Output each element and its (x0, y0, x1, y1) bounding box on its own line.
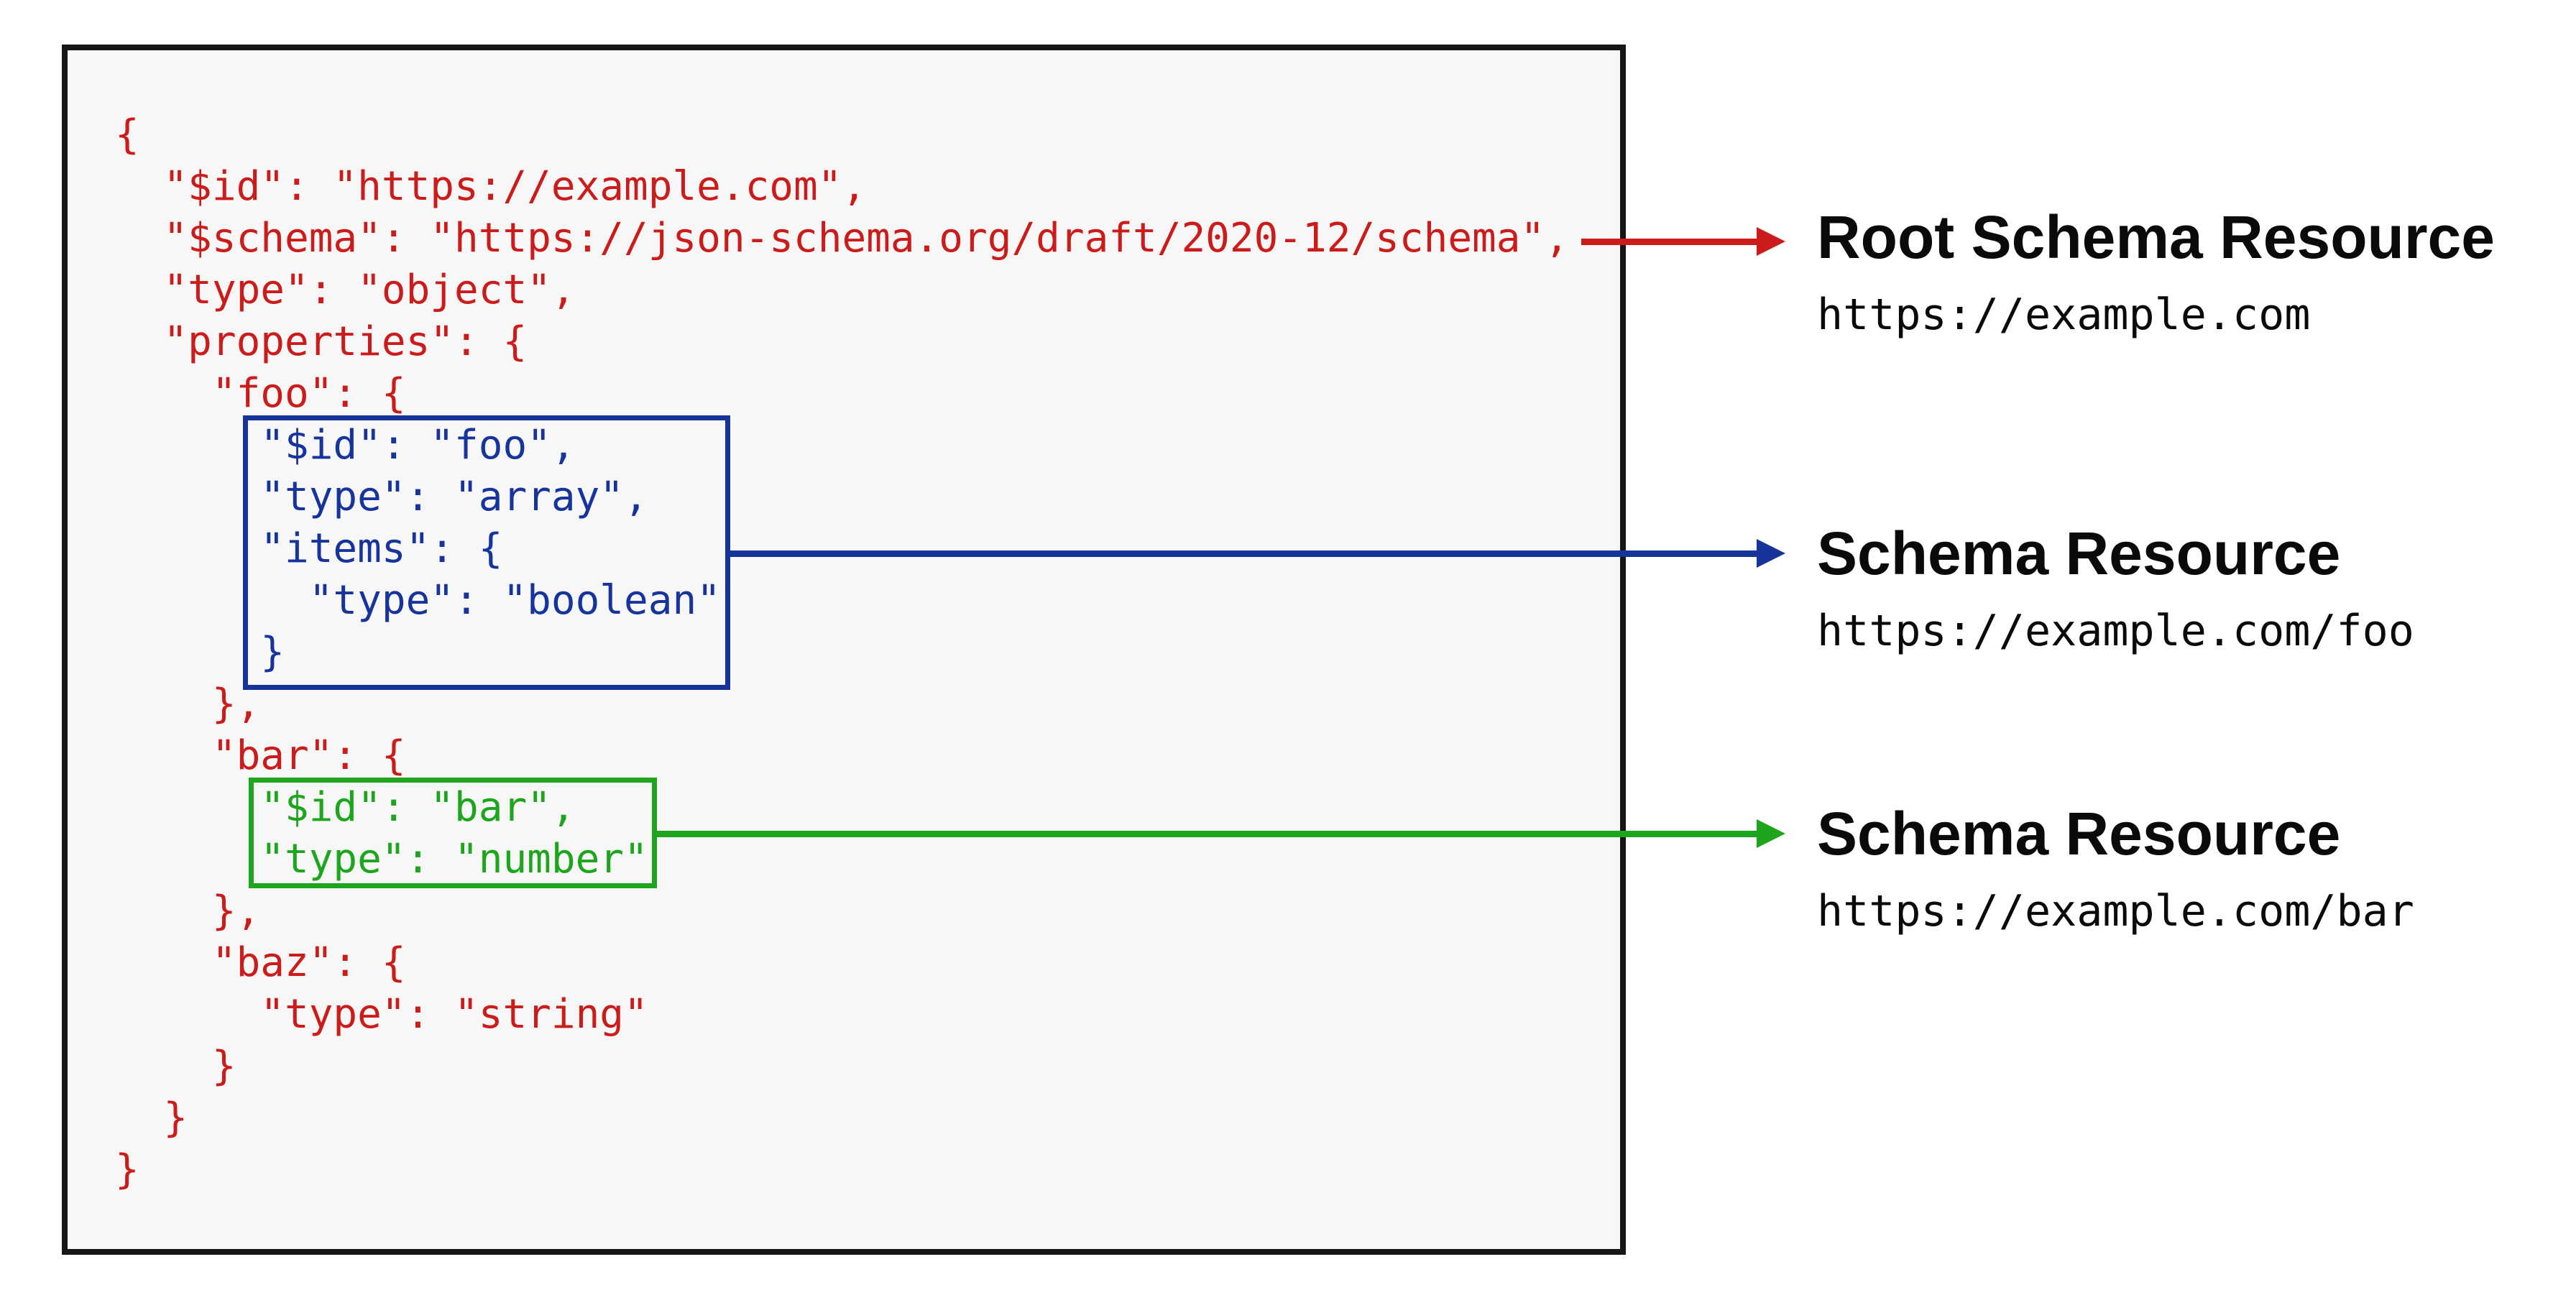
code-line: "type": "number" (115, 836, 648, 882)
annotation-url: https://example.com/bar (1817, 886, 2414, 936)
code-line: "properties": { (115, 318, 528, 365)
arrow-right-icon (1757, 539, 1785, 568)
code-line: "type": "boolean" (115, 577, 721, 624)
annotation-bar-schema-resource: Schema Resource https://example.com/bar (1817, 803, 2414, 933)
annotation-url: https://example.com/foo (1817, 606, 2414, 656)
code-line: }, (115, 888, 261, 934)
code-line: "$id": "bar", (115, 784, 576, 831)
annotation-title: Root Schema Resource (1817, 203, 2495, 271)
arrow-line (1581, 239, 1758, 245)
json-schema-code: { "$id": "https://example.com", "$schema… (115, 109, 1569, 1196)
annotation-root-schema-resource: Root Schema Resource https://example.com (1817, 207, 2495, 336)
code-line: "items": { (115, 525, 503, 572)
annotation-url: https://example.com (1817, 290, 2311, 340)
code-line: "type": "object", (115, 267, 576, 313)
arrow-right-icon (1757, 227, 1785, 256)
code-line: "type": "string" (115, 991, 648, 1038)
code-line: } (115, 629, 285, 676)
code-line: } (115, 1043, 236, 1089)
annotation-title: Schema Resource (1817, 520, 2341, 587)
code-line: "foo": { (115, 370, 406, 417)
schema-document-panel: { "$id": "https://example.com", "$schema… (62, 45, 1626, 1255)
code-line: "$schema": "https://json-schema.org/draf… (115, 215, 1569, 262)
annotation-title: Schema Resource (1817, 800, 2341, 867)
arrow-line (654, 831, 1758, 837)
annotation-foo-schema-resource: Schema Resource https://example.com/foo (1817, 523, 2414, 653)
code-line: "baz": { (115, 939, 406, 986)
code-line: }, (115, 681, 261, 727)
code-line: } (115, 1146, 139, 1193)
code-line: { (115, 111, 139, 158)
code-line: "$id": "foo", (115, 422, 576, 469)
code-line: "bar": { (115, 732, 406, 779)
arrow-line (727, 550, 1758, 557)
code-line: } (115, 1094, 188, 1141)
code-line: "type": "array", (115, 474, 648, 520)
code-line: "$id": "https://example.com", (115, 163, 867, 210)
arrow-right-icon (1757, 819, 1785, 848)
